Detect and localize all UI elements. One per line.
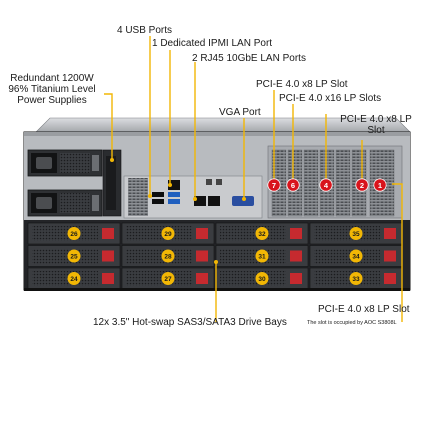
rj45-ports-label: 2 RJ45 10GbE LAN Ports xyxy=(192,53,306,64)
drive-bay-number: 28 xyxy=(164,254,172,261)
ipmi-lan-port xyxy=(168,180,180,190)
drive-bay-number: 34 xyxy=(352,254,360,261)
drive-bays: 26 29 32 35 25 28 31 34 24 27 30 33 xyxy=(27,222,403,290)
drive-bay-badge xyxy=(67,227,81,240)
callout-dots xyxy=(110,158,246,264)
drive-bay-number: 33 xyxy=(352,276,360,283)
pcie-bottom-note: The slot is occupied by AOC S3808L xyxy=(307,320,397,326)
callout-lines xyxy=(104,36,403,322)
drive-bay-badge xyxy=(255,249,269,263)
pcie-bottom-label: PCI-E 4.0 x8 LP Slot xyxy=(318,304,410,315)
drive-bay-number: 29 xyxy=(164,231,172,238)
pcie-slot-marker: 2 xyxy=(355,178,369,192)
power-supply-1 xyxy=(27,149,103,177)
drive-bay: 34 xyxy=(309,245,403,267)
pcie-slot-number: 1 xyxy=(378,181,382,190)
drive-bay-badge xyxy=(255,227,269,240)
drive-bay: 35 xyxy=(309,222,403,245)
drive-bays-label: 12x 3.5" Hot-swap SAS3/SATA3 Drive Bays xyxy=(93,317,287,328)
drive-bay: 27 xyxy=(121,267,215,290)
drive-bay: 30 xyxy=(215,267,309,290)
pcie-slot-marker: 1 xyxy=(373,178,387,192)
drive-bay: 33 xyxy=(309,267,403,290)
drive-bay-badge xyxy=(349,227,363,240)
pcie-slot-marker: 6 xyxy=(286,178,300,192)
drive-bay-badge xyxy=(349,249,363,263)
pcie-slot-marker: 4 xyxy=(319,178,333,192)
drive-bay-number: 25 xyxy=(70,254,78,261)
drive-bay: 24 xyxy=(27,267,121,290)
psu-label-line1: Redundant 1200W xyxy=(10,73,94,84)
drive-bay: 29 xyxy=(121,222,215,245)
pcie-x16-label: PCI-E 4.0 x16 LP Slots xyxy=(279,93,382,104)
usb-ports xyxy=(152,192,180,204)
drive-bay-badge xyxy=(161,249,175,263)
vga-port xyxy=(232,196,254,206)
psu-label-line3: Power Supplies xyxy=(17,95,87,106)
slot-markers: 7 6 4 2 1 xyxy=(267,178,387,192)
pcie-x8-top-label: PCI-E 4.0 x8 LP Slot xyxy=(256,79,348,90)
pcie-slot-number: 2 xyxy=(360,181,364,190)
pcie-slot-number: 6 xyxy=(291,181,295,190)
drive-bay: 32 xyxy=(215,222,309,245)
drive-bay: 25 xyxy=(27,245,121,267)
drive-bay-badge xyxy=(255,272,269,285)
rj45-ports xyxy=(194,196,220,206)
drive-bay-number: 31 xyxy=(258,254,266,261)
power-supply-2 xyxy=(27,189,103,217)
psu-label: Redundant 1200W 96% Titanium Level Power… xyxy=(2,73,102,106)
drive-bay: 31 xyxy=(215,245,309,267)
pcie-slot-marker: 7 xyxy=(267,178,281,192)
drive-bay-number: 32 xyxy=(258,231,266,238)
drive-bay-badge xyxy=(67,249,81,263)
psu-label-line2: 96% Titanium Level xyxy=(8,84,96,95)
pcie-x8-right-line1: PCI-E 4.0 x8 LP xyxy=(340,114,412,125)
drive-bay-number: 26 xyxy=(70,231,78,238)
pcie-slot-number: 7 xyxy=(272,181,276,190)
drive-bay: 26 xyxy=(27,222,121,245)
vga-port-label: VGA Port xyxy=(219,107,261,118)
drive-bay-number: 24 xyxy=(70,276,78,283)
drive-bay-badge xyxy=(67,272,81,285)
drive-bay: 28 xyxy=(121,245,215,267)
drive-bay-badge xyxy=(161,227,175,240)
drive-bay-badge xyxy=(349,272,363,285)
pcie-x8-right-label: PCI-E 4.0 x8 LP Slot xyxy=(330,114,422,136)
drive-bay-number: 30 xyxy=(258,276,266,283)
pcie-slot-number: 4 xyxy=(324,181,329,190)
ipmi-port-label: 1 Dedicated IPMI LAN Port xyxy=(152,38,273,49)
pcie-x8-right-line2: Slot xyxy=(367,125,385,136)
usb-ports-label: 4 USB Ports xyxy=(117,25,173,36)
drive-bay-number: 35 xyxy=(352,231,360,238)
drive-bay-badge xyxy=(161,272,175,285)
drive-bay-number: 27 xyxy=(164,276,172,283)
